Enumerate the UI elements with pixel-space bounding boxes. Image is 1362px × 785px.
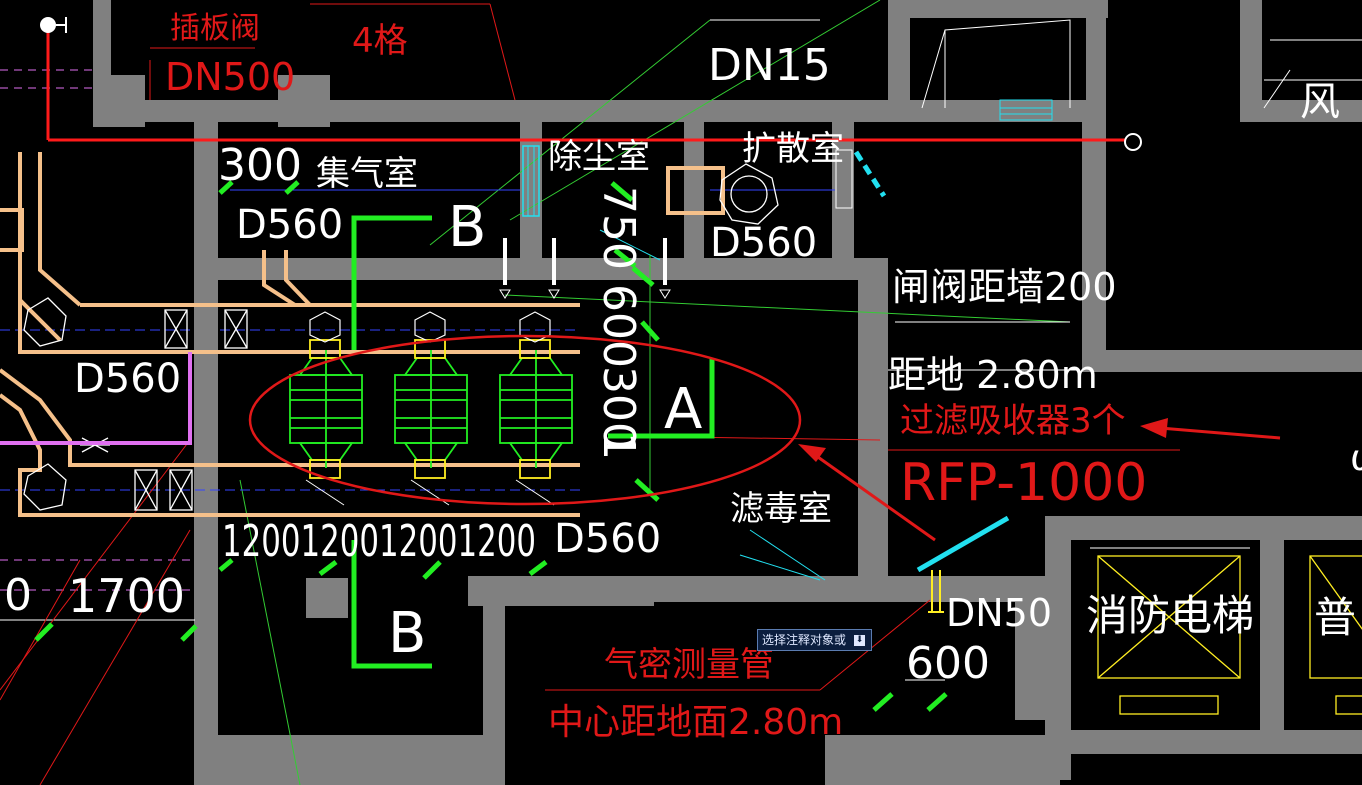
valve-rods: [503, 238, 667, 285]
gas-room-label: 集气室: [316, 154, 418, 194]
plate-valve-label: 插板阀: [170, 11, 260, 46]
filter-unit-1[interactable]: [289, 339, 363, 506]
normal-label: 普: [1314, 593, 1356, 642]
filter-count-label: 过滤吸收器3个: [900, 401, 1126, 441]
diffuse-room-label: 扩散室: [742, 129, 844, 169]
dim-750-label: 750: [593, 186, 644, 270]
d560-bottom-label: D560: [554, 516, 661, 562]
filter-absorbers[interactable]: [289, 339, 573, 506]
airtight-pipe-label: 气密测量管: [604, 645, 774, 685]
gate-wall-label: 闸阀距墙200: [892, 265, 1117, 309]
partial-char-label: ω: [1350, 438, 1362, 479]
filter-room-label: 滤毒室: [730, 489, 832, 529]
section-markers: [351, 215, 715, 669]
duct-dampers: [23, 163, 779, 511]
d560-a-label: D560: [236, 202, 343, 248]
dn15-label: DN15: [708, 40, 831, 91]
filter-model-label: RFP-1000: [900, 453, 1147, 513]
normal-elevator-shaft: [1309, 555, 1362, 715]
highlight-ellipse: [248, 334, 802, 506]
fire-elevator-shaft: [1090, 547, 1250, 715]
d560-b-label: D560: [710, 220, 817, 266]
section-a-label: A: [664, 377, 702, 442]
annotation-arrows: [798, 418, 1281, 542]
dim-600b-label: 600: [906, 638, 990, 689]
upper-right-details: [921, 19, 1362, 109]
tooltip-text: 选择注释对象或: [762, 633, 847, 647]
dim-1-label: 1: [593, 432, 644, 460]
left-dim-1700-label: 1700: [68, 569, 185, 623]
red-pipe[interactable]: [40, 17, 1142, 151]
center-height-label: 中心距地面2.80m: [548, 702, 843, 743]
filter-unit-3[interactable]: [499, 339, 573, 506]
annotation-select-tooltip[interactable]: 选择注释对象或 ⬇: [757, 629, 873, 651]
filter-unit-2[interactable]: [394, 339, 468, 506]
filter-top-fittings: [309, 311, 551, 343]
walls: [93, 0, 1362, 785]
dn500-label: DN500: [165, 55, 295, 99]
dim-300-1-label: 300: [593, 366, 644, 450]
wind-label: 风: [1300, 79, 1340, 125]
floor-height-label: 距地 2.80m: [888, 353, 1098, 397]
dust-room-label: 除尘室: [548, 137, 650, 177]
dn50-fitting: [928, 570, 944, 613]
left-dim-0-label: 0: [4, 570, 32, 621]
section-b-top-label: B: [448, 195, 486, 260]
dim-600-label: 600: [593, 284, 644, 368]
fire-elevator-label: 消防电梯: [1086, 591, 1254, 640]
text-labels: 插板阀 DN500 4格 DN15 300 集气室 除尘室 扩散室 风 D560…: [4, 11, 1362, 743]
valve-seats: [499, 289, 671, 299]
dims-bottom-label: 1200120012001200: [222, 516, 536, 567]
duct-system[interactable]: [0, 152, 725, 517]
cyan-fittings: [522, 99, 1053, 573]
four-grid-label: 4格: [352, 21, 408, 61]
magenta-pipe[interactable]: [0, 352, 192, 445]
dim-300-label: 300: [218, 140, 302, 191]
download-icon[interactable]: ⬇: [854, 634, 866, 646]
section-b-bottom-label: B: [388, 601, 426, 666]
dn50-label: DN50: [946, 591, 1052, 635]
d560-c-label: D560: [74, 356, 181, 402]
dimension-ticks: [34, 180, 948, 712]
